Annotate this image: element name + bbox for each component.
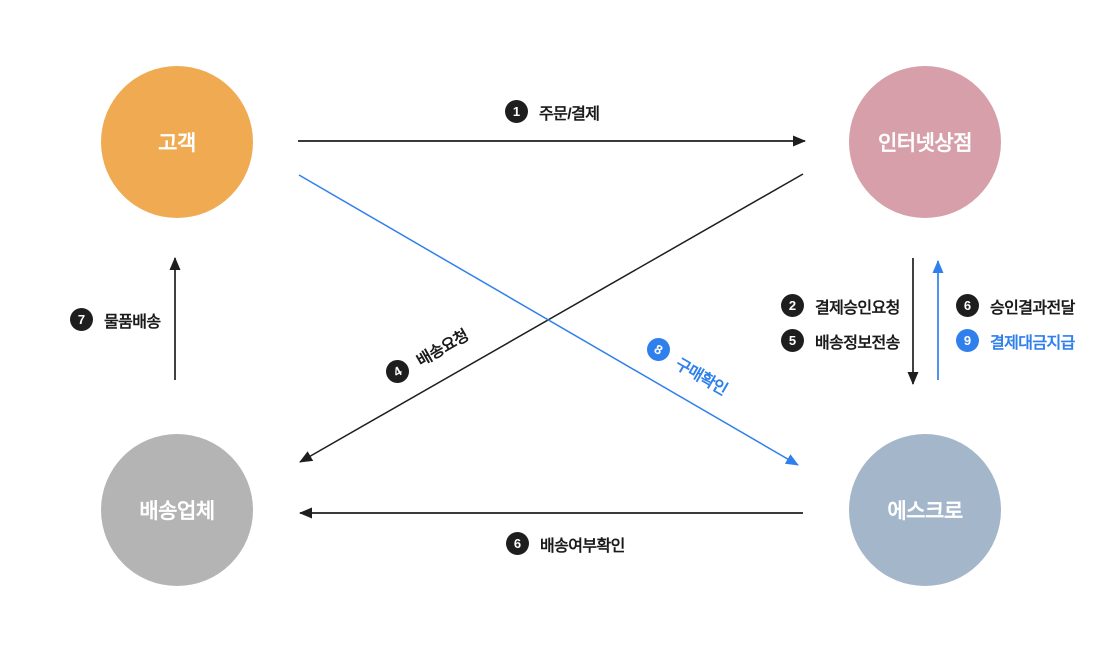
node-delivery-company-circle (101, 434, 253, 586)
flow-text-delivery-check: 배송여부확인 (540, 537, 625, 555)
flow-badge-delivery-check: 6 (506, 532, 529, 555)
node-escrow-circle (849, 434, 1001, 586)
flow-badge-approval-result: 6 (956, 294, 979, 317)
flow-text-delivery-info-send: 배송정보전송 (815, 334, 900, 352)
flow-badge-payment-disbursement: 9 (956, 329, 979, 352)
flow-badge-delivery-info-send: 5 (781, 329, 804, 352)
flow-label-delivery-info-send: 5 배송정보전송 (781, 329, 900, 352)
node-customer-circle (101, 66, 253, 218)
flow-label-approval-result: 6 승인결과전달 (956, 294, 1075, 317)
node-customer-label: 고객 (158, 132, 196, 155)
node-delivery-company-label: 배송업체 (139, 500, 215, 523)
flow-badge-goods-delivery: 7 (70, 308, 93, 331)
flow-label-delivery-check: 6 배송여부확인 (506, 532, 625, 555)
flow-text-payment-approval-request: 결제승인요청 (815, 299, 900, 317)
flow-badge-payment-approval-request: 2 (781, 294, 804, 317)
node-escrow-label: 에스크로 (887, 500, 963, 523)
arrow-purchase-confirm (298, 174, 799, 466)
flow-text-order-payment: 주문/결제 (539, 105, 600, 123)
flow-badge-order-payment: 1 (505, 100, 528, 123)
arrow-delivery-request (299, 173, 804, 463)
node-internet-store-circle (849, 66, 1001, 218)
node-internet-store-label: 인터넷상점 (877, 132, 973, 155)
flow-text-payment-disbursement: 결제대금지급 (990, 334, 1075, 352)
flow-text-approval-result: 승인결과전달 (990, 299, 1075, 317)
flow-label-order-payment: 1 주문/결제 (505, 100, 600, 123)
flow-text-goods-delivery: 물품배송 (104, 313, 161, 331)
flow-label-payment-approval-request: 2 결제승인요청 (781, 294, 900, 317)
flow-label-payment-disbursement: 9 결제대금지급 (956, 329, 1075, 352)
flow-label-goods-delivery: 7 물품배송 (70, 308, 161, 331)
